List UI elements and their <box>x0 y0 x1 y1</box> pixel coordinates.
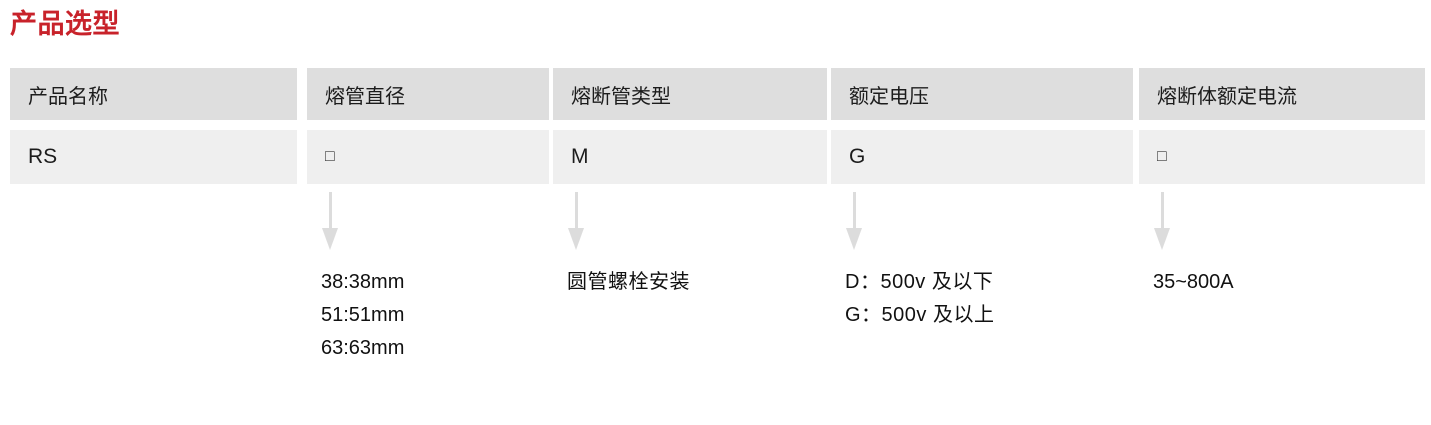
column-value: G <box>831 130 1133 184</box>
note-line: 圆管螺栓安装 <box>567 271 690 293</box>
product-selection-table: 产品名称 RS 熔管直径 □ 38:38mm 51:51mm 63:63mm 熔… <box>10 68 1425 408</box>
down-arrow-icon <box>320 192 342 250</box>
note-line: 51:51mm <box>321 304 405 326</box>
page-title: 产品选型 <box>10 9 120 39</box>
note-line: 38:38mm <box>321 271 405 293</box>
down-arrow-icon <box>566 192 588 250</box>
table-column-tube-diameter: 熔管直径 □ 38:38mm 51:51mm 63:63mm <box>307 68 549 408</box>
arrow-shaft <box>853 192 856 234</box>
arrow-head <box>322 228 338 250</box>
column-header: 产品名称 <box>10 68 297 120</box>
table-column-fuse-tube-type: 熔断管类型 M 圆管螺栓安装 <box>553 68 827 408</box>
column-header: 额定电压 <box>831 68 1133 120</box>
column-header: 熔断体额定电流 <box>1139 68 1425 120</box>
note-line: G：500v 及以上 <box>845 304 995 326</box>
note-line: D：500v 及以下 <box>845 271 994 293</box>
table-column-rated-voltage: 额定电压 G D：500v 及以下 G：500v 及以上 <box>831 68 1133 408</box>
arrow-shaft <box>329 192 332 234</box>
arrow-shaft <box>575 192 578 234</box>
column-header: 熔管直径 <box>307 68 549 120</box>
table-column-rated-current: 熔断体额定电流 □ 35~800A <box>1139 68 1425 408</box>
arrow-head <box>568 228 584 250</box>
column-notes: 圆管螺栓安装 <box>567 266 827 299</box>
column-value: □ <box>1139 130 1425 184</box>
column-notes: D：500v 及以下 G：500v 及以上 <box>845 266 1133 332</box>
arrow-head <box>846 228 862 250</box>
arrow-head <box>1154 228 1170 250</box>
down-arrow-icon <box>1152 192 1174 250</box>
down-arrow-icon <box>844 192 866 250</box>
column-header: 熔断管类型 <box>553 68 827 120</box>
column-notes: 35~800A <box>1153 266 1425 299</box>
column-value: □ <box>307 130 549 184</box>
column-value: M <box>553 130 827 184</box>
table-column-product-name: 产品名称 RS <box>10 68 297 408</box>
arrow-shaft <box>1161 192 1164 234</box>
note-line: 63:63mm <box>321 337 405 359</box>
column-notes: 38:38mm 51:51mm 63:63mm <box>321 266 549 365</box>
note-line: 35~800A <box>1153 271 1234 293</box>
column-value: RS <box>10 130 297 184</box>
